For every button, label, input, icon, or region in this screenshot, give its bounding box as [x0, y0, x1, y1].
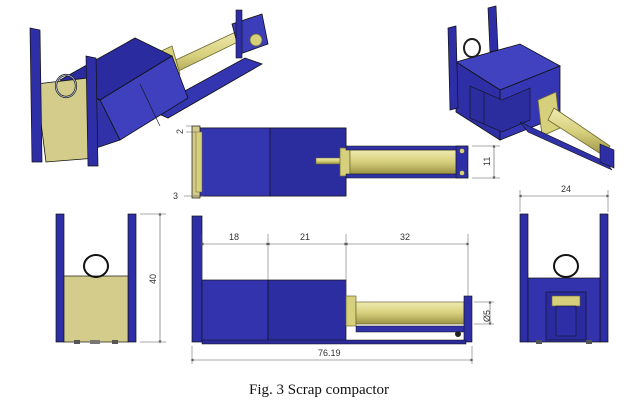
dim-seg3: 32	[400, 232, 410, 242]
compactor-drawing: 2 3 11	[29, 5, 615, 364]
dim-front-width: 24	[561, 184, 571, 194]
dim-top-left: 3	[173, 191, 178, 201]
dim-total-length: 76.19	[318, 348, 341, 358]
iso-view-left	[29, 9, 269, 167]
dim-top-plate: 2	[175, 129, 185, 134]
front-view: 24	[518, 184, 610, 344]
side-view: 40	[55, 212, 166, 344]
iso-view-right	[447, 5, 615, 171]
dim-rod-diameter: Ø5	[482, 310, 492, 322]
dim-seg1: 18	[229, 232, 239, 242]
dim-seg2: 21	[300, 232, 310, 242]
front-elevation: 18 21 32 Ø5 76.19	[190, 215, 494, 364]
dim-side-height: 40	[148, 274, 158, 284]
top-view: 2 3 11	[173, 125, 500, 201]
figure-caption: Fig. 3 Scrap compactor	[249, 382, 389, 398]
dim-top-cyl-height: 11	[482, 157, 492, 166]
